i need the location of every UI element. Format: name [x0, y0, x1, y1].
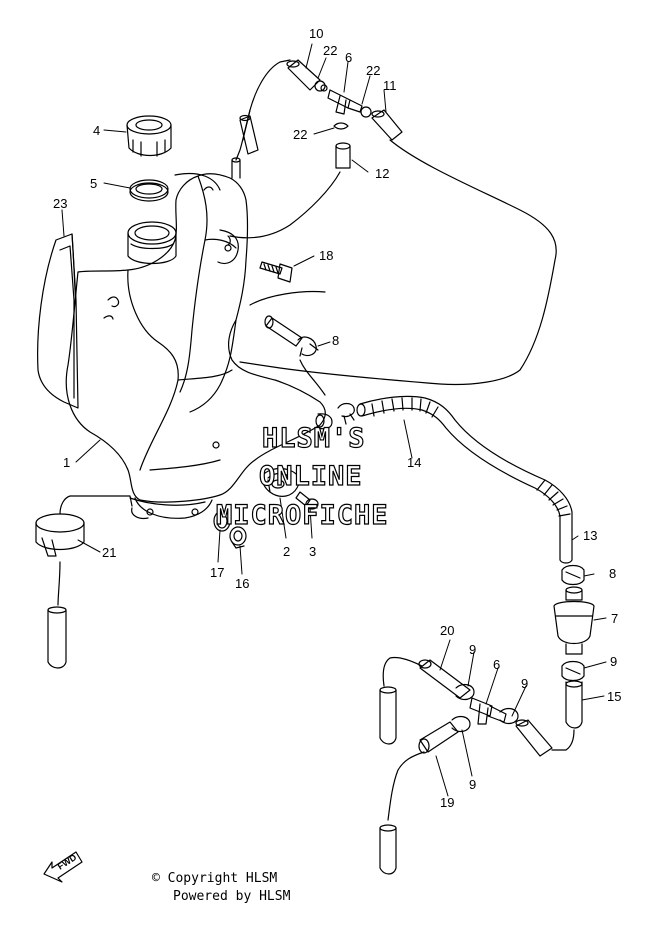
side-cover: [37, 233, 79, 409]
vent-hose-short: [239, 114, 259, 155]
callout-10: 10: [309, 26, 324, 41]
callout-17: 17: [210, 565, 225, 580]
powered-by-text: Powered by HLSM: [173, 889, 291, 904]
leader-lines: [61, 43, 607, 797]
hose-clamp-21: [35, 513, 85, 557]
lower-routing-lines: [382, 656, 575, 821]
callout-2: 2: [283, 544, 291, 559]
fuel-tank: [65, 157, 333, 520]
bracket-bolt: [295, 491, 319, 510]
callout-5: 5: [90, 176, 98, 191]
vent-hose-routing: [174, 59, 557, 396]
routing-line-21: [57, 495, 133, 606]
mounting-bracket: [261, 467, 300, 497]
breather-hose-clamp: [264, 315, 319, 357]
callout-19: 19: [440, 795, 455, 810]
callout-14: 14: [407, 455, 422, 470]
callout-12: 12: [375, 166, 390, 181]
vent-tee-assembly: [286, 59, 403, 169]
callout-21: 21: [102, 545, 117, 560]
mounting-bolt: [259, 261, 293, 283]
callout-18: 18: [319, 248, 334, 263]
drain-plug: [229, 526, 247, 549]
callout-20: 20: [440, 623, 455, 638]
drain-hose: [337, 395, 573, 531]
hose-segment-20: [379, 686, 397, 745]
callout-15: 15: [607, 689, 622, 704]
callout-13: 13: [583, 528, 598, 543]
callout-9: 9: [469, 642, 477, 657]
callout-8: 8: [332, 333, 340, 348]
fuel-hose-15: [565, 680, 583, 729]
callout-7: 7: [611, 611, 619, 626]
cap-gasket: [129, 179, 169, 202]
hose-segment-19: [379, 824, 397, 875]
copyright-text: © Copyright HLSM: [152, 871, 278, 886]
hose-segment-21: [47, 606, 67, 669]
fuel-filter: [553, 586, 595, 655]
callout-9: 9: [610, 654, 618, 669]
fuel-cap: [126, 115, 172, 157]
fuel-hose-13: [559, 529, 573, 564]
callout-22: 22: [293, 127, 308, 142]
callout-22: 22: [366, 63, 381, 78]
callout-23: 23: [53, 196, 68, 211]
callout-4: 4: [93, 123, 101, 138]
callout-8: 8: [609, 566, 617, 581]
clamp-9-filter: [561, 660, 585, 682]
callout-9: 9: [521, 676, 529, 691]
watermark-line-3: MICROFICHE: [215, 500, 389, 531]
callout-6: 6: [345, 50, 353, 65]
clamp-8-lower: [561, 564, 585, 586]
callout-16: 16: [235, 576, 250, 591]
callout-1: 1: [63, 455, 71, 470]
watermark-line-1: HLSM'S: [261, 423, 366, 454]
callout-9: 9: [469, 777, 477, 792]
callout-22: 22: [323, 43, 338, 58]
drain-plug-oring: [213, 510, 231, 532]
callout-11: 11: [383, 78, 397, 93]
forward-arrow-icon: [43, 851, 83, 883]
callout-3: 3: [309, 544, 317, 559]
lower-tee-assembly: [418, 659, 553, 757]
callout-6: 6: [493, 657, 501, 672]
watermark-line-2: ONLINE: [258, 461, 363, 492]
